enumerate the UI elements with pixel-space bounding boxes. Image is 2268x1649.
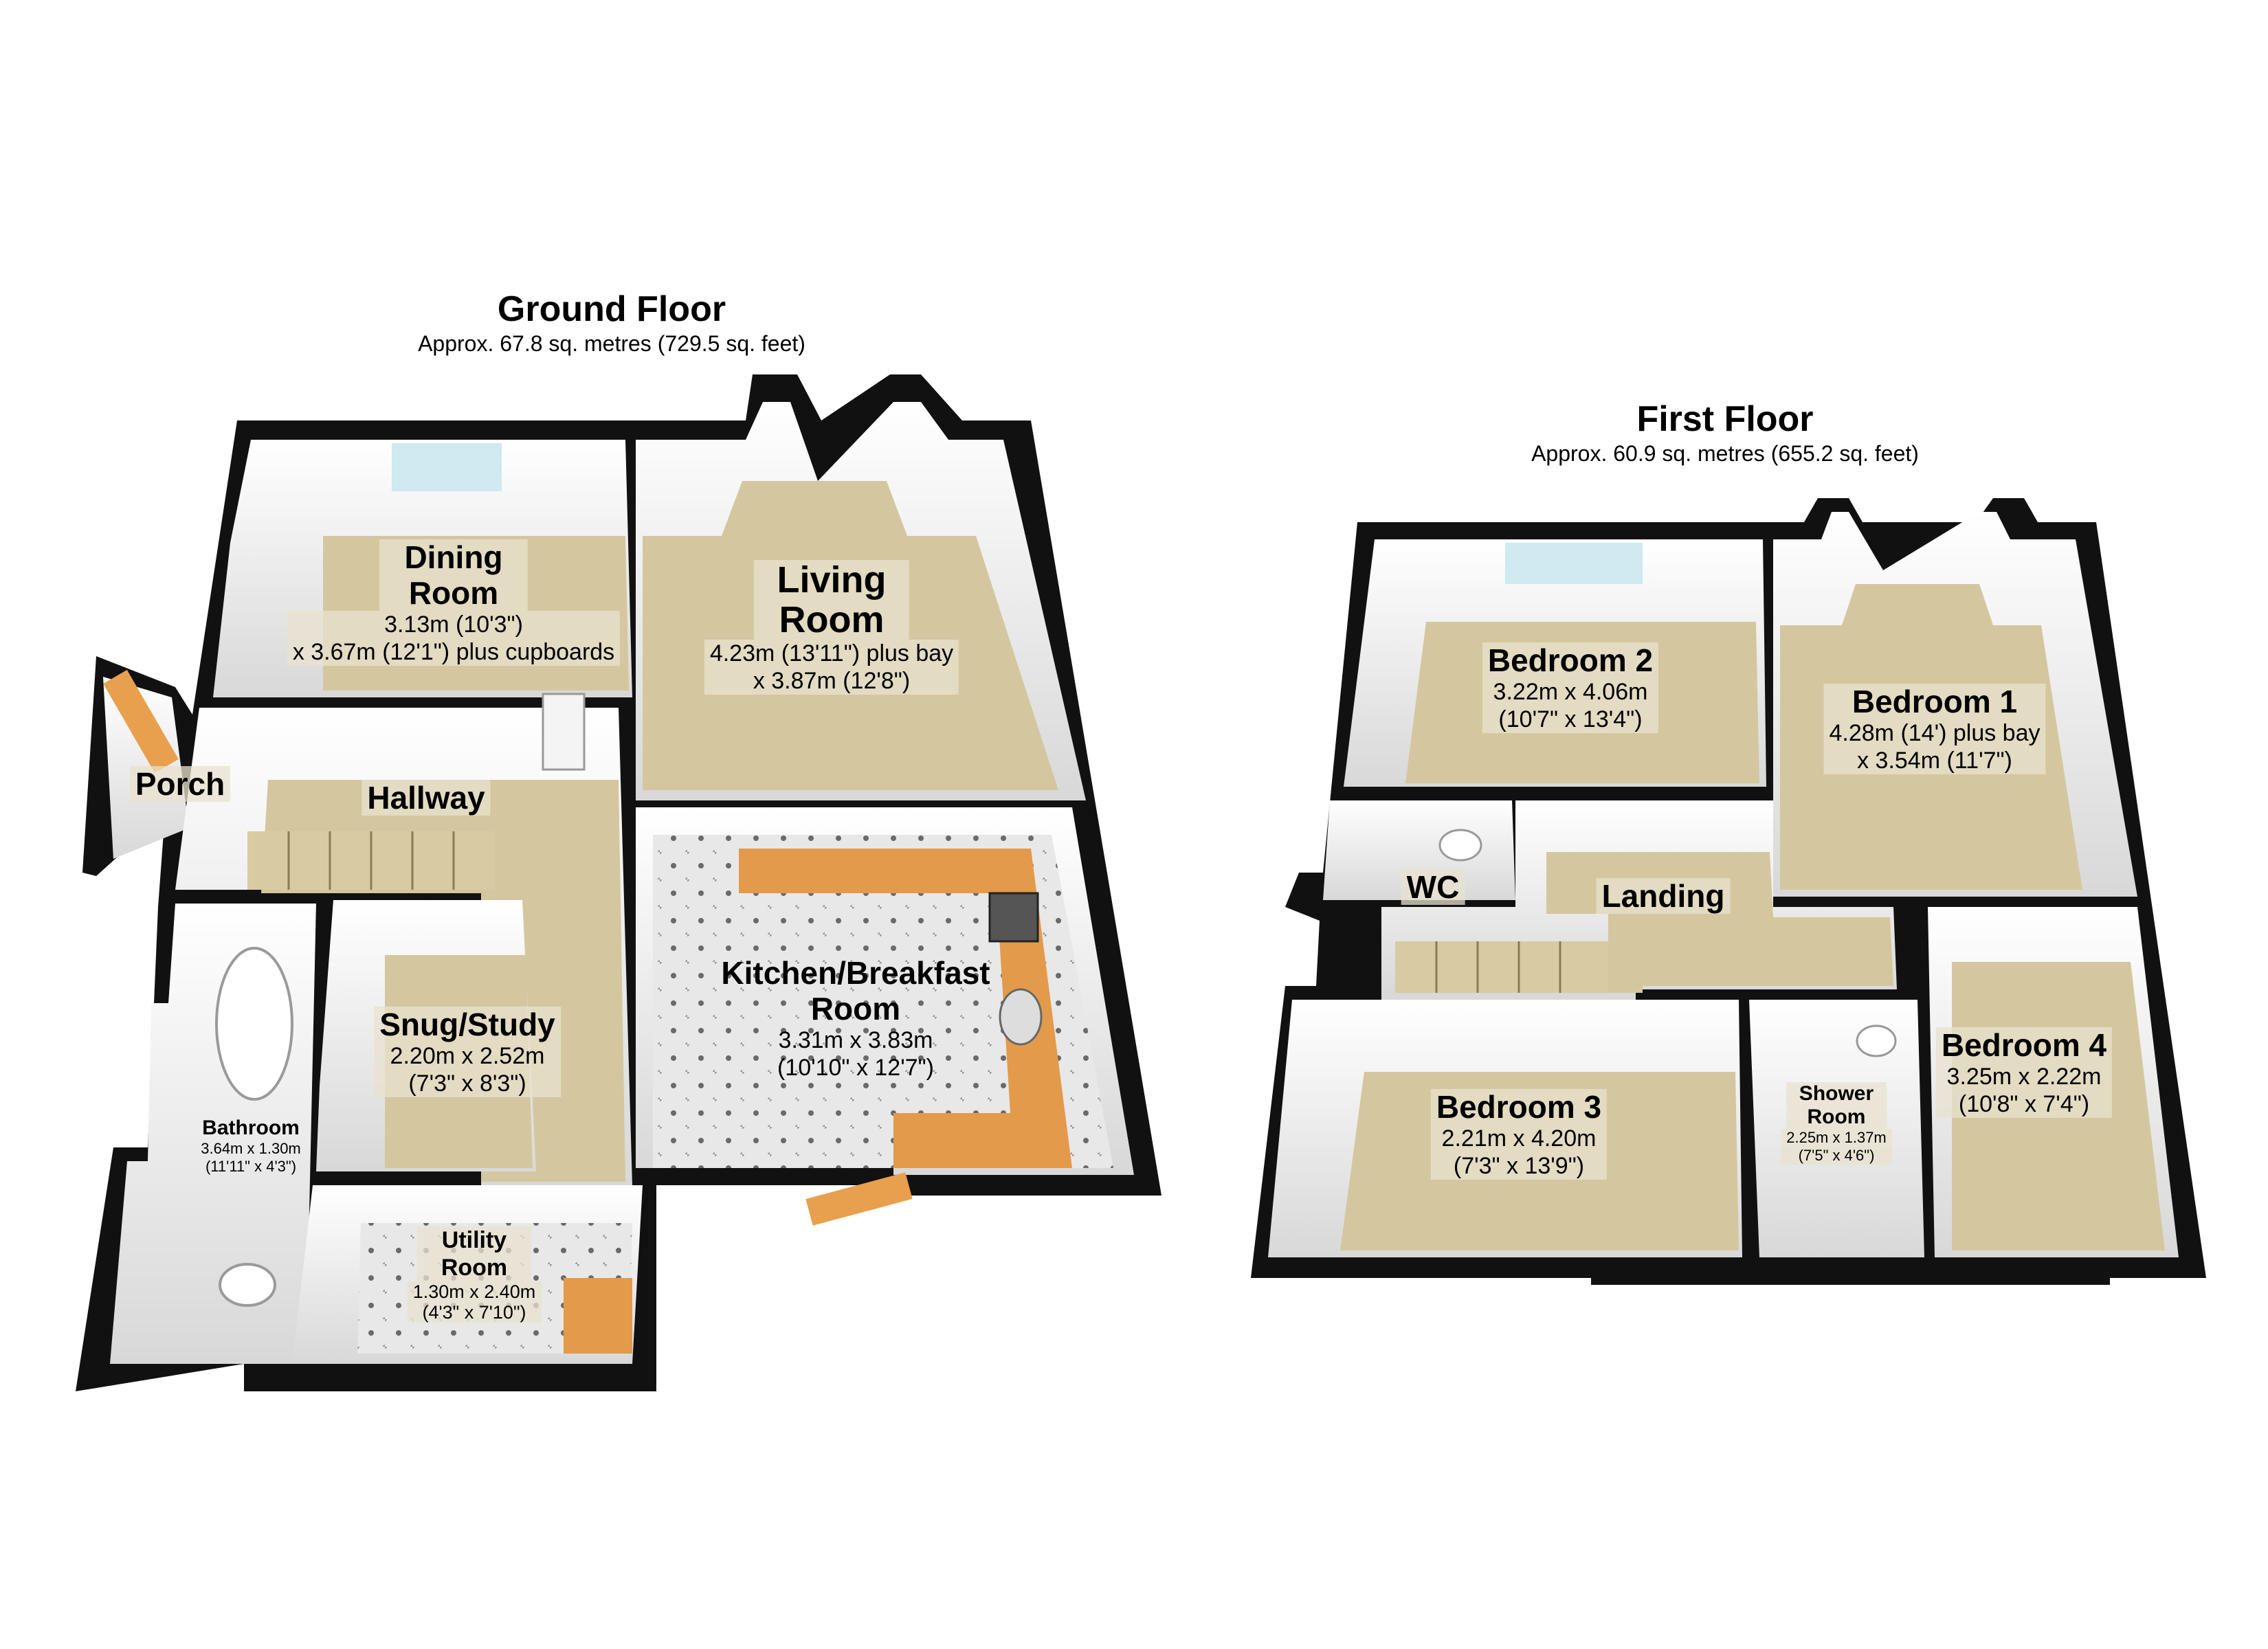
room-name: Living Room bbox=[754, 560, 909, 640]
room-name: Bedroom 3 bbox=[1430, 1089, 1608, 1125]
room-label-bedroom-3: Bedroom 3 2.21m x 4.20m (7'3" x 13'9") bbox=[1430, 1089, 1608, 1180]
room-dimension: (4'3" x 7'10") bbox=[407, 1302, 542, 1323]
room-label-bedroom-1: Bedroom 1 4.28m (14') plus bay x 3.54m (… bbox=[1823, 684, 2046, 774]
room-label-dining-room: Dining Room 3.13m (10'3") x 3.67m (12'1"… bbox=[287, 539, 621, 666]
room-label-utility-room: Utility Room 1.30m x 2.40m (4'3" x 7'10"… bbox=[407, 1226, 542, 1323]
room-name: Landing bbox=[1596, 878, 1731, 914]
room-label-living-room: Living Room 4.23m (13'11") plus bay x 3.… bbox=[704, 560, 959, 695]
room-label-bedroom-2: Bedroom 2 3.22m x 4.06m (10'7" x 13'4") bbox=[1482, 642, 1659, 733]
room-dimension: 3.22m x 4.06m bbox=[1482, 678, 1659, 706]
room-name: Bedroom 2 bbox=[1482, 642, 1659, 678]
room-name: Bathroom bbox=[202, 1117, 300, 1139]
room-label-hallway: Hallway bbox=[362, 780, 491, 816]
room-dimension: (7'3" x 8'3") bbox=[374, 1070, 561, 1097]
ground-floor-plan bbox=[76, 374, 1161, 1391]
room-dimension: 3.31m x 3.83m bbox=[778, 1027, 933, 1053]
room-dimension: 3.25m x 2.22m bbox=[1935, 1063, 2113, 1090]
floor-title: Ground Floor bbox=[497, 289, 726, 329]
kitchen-back-door bbox=[805, 1172, 913, 1226]
room-dimension: x 3.87m (12'8") bbox=[704, 667, 959, 695]
room-label-landing: Landing bbox=[1596, 878, 1731, 914]
toilet-icon bbox=[219, 1263, 276, 1307]
dining-door bbox=[542, 693, 586, 771]
room-dimension: 2.20m x 2.52m bbox=[374, 1042, 561, 1070]
floor-area: Approx. 60.9 sq. metres (655.2 sq. feet) bbox=[1531, 441, 1919, 466]
shower-basin-icon bbox=[1856, 1024, 1897, 1057]
room-name: Kitchen/Breakfast Room bbox=[721, 955, 990, 1027]
utility-worktop bbox=[564, 1278, 632, 1354]
wc-walls bbox=[1323, 800, 1515, 900]
room-label-snug-study: Snug/Study 2.20m x 2.52m (7'3" x 8'3") bbox=[374, 1007, 561, 1097]
room-label-kitchen: Kitchen/Breakfast Room 3.31m x 3.83m (10… bbox=[698, 955, 1014, 1081]
room-dimension: (10'10" x 12'7") bbox=[777, 1055, 935, 1081]
room-dimension: (7'5" x 4'6") bbox=[1781, 1147, 1892, 1165]
room-dimension: 4.23m (13'11") plus bay bbox=[704, 640, 959, 667]
ground-floor-title-block: Ground Floor Approx. 67.8 sq. metres (72… bbox=[316, 289, 907, 357]
dining-window bbox=[392, 443, 502, 491]
room-name: Dining Room bbox=[379, 539, 528, 611]
room-name: Bedroom 4 bbox=[1935, 1027, 2113, 1063]
wc-basin-icon bbox=[1438, 829, 1482, 862]
room-label-porch: Porch bbox=[129, 766, 231, 802]
hob-icon bbox=[988, 892, 1039, 943]
room-dimension: x 3.54m (11'7") bbox=[1823, 747, 2046, 774]
room-label-wc: WC bbox=[1401, 869, 1465, 905]
sink-icon bbox=[999, 988, 1043, 1046]
porch-door bbox=[103, 670, 179, 773]
room-dimension: (11'11" x 4'3") bbox=[205, 1158, 297, 1175]
room-dimension: 4.28m (14') plus bay bbox=[1823, 719, 2046, 747]
room-dimension: 1.30m x 2.40m bbox=[407, 1281, 542, 1302]
room-name: Snug/Study bbox=[374, 1007, 561, 1042]
room-label-bedroom-4: Bedroom 4 3.25m x 2.22m (10'8" x 7'4") bbox=[1935, 1027, 2113, 1118]
floor-area: Approx. 67.8 sq. metres (729.5 sq. feet) bbox=[418, 331, 805, 356]
floor-title: First Floor bbox=[1636, 399, 1814, 439]
room-name: Utility Room bbox=[417, 1226, 531, 1281]
bath-icon bbox=[215, 947, 293, 1101]
room-name: Hallway bbox=[362, 780, 491, 816]
room-dimension: x 3.67m (12'1") plus cupboards bbox=[287, 638, 621, 666]
room-label-bathroom: Bathroom 3.64m x 1.30m (11'11" x 4'3") bbox=[201, 1117, 301, 1176]
room-dimension: 3.13m (10'3") bbox=[287, 611, 621, 638]
room-name: WC bbox=[1401, 869, 1465, 905]
room-dimension: 2.21m x 4.20m bbox=[1430, 1125, 1608, 1152]
room-dimension: (7'3" x 13'9") bbox=[1430, 1152, 1608, 1180]
room-label-shower-room: Shower Room 2.25m x 1.37m (7'5" x 4'6") bbox=[1781, 1082, 1892, 1165]
bedroom-2-window bbox=[1505, 543, 1643, 584]
room-dimension: 2.25m x 1.37m bbox=[1781, 1129, 1892, 1147]
room-name: Bedroom 1 bbox=[1823, 684, 2046, 719]
room-name: Shower Room bbox=[1786, 1082, 1887, 1129]
room-dimension: (10'8" x 7'4") bbox=[1935, 1090, 2113, 1118]
first-floor-stairs bbox=[1395, 941, 1608, 993]
first-floor-title-block: First Floor Approx. 60.9 sq. metres (655… bbox=[1430, 399, 2021, 467]
ground-stairs bbox=[247, 831, 495, 890]
room-dimension: (10'7" x 13'4") bbox=[1482, 706, 1659, 733]
room-dimension: 3.64m x 1.30m bbox=[201, 1140, 301, 1157]
room-name: Porch bbox=[129, 766, 231, 802]
